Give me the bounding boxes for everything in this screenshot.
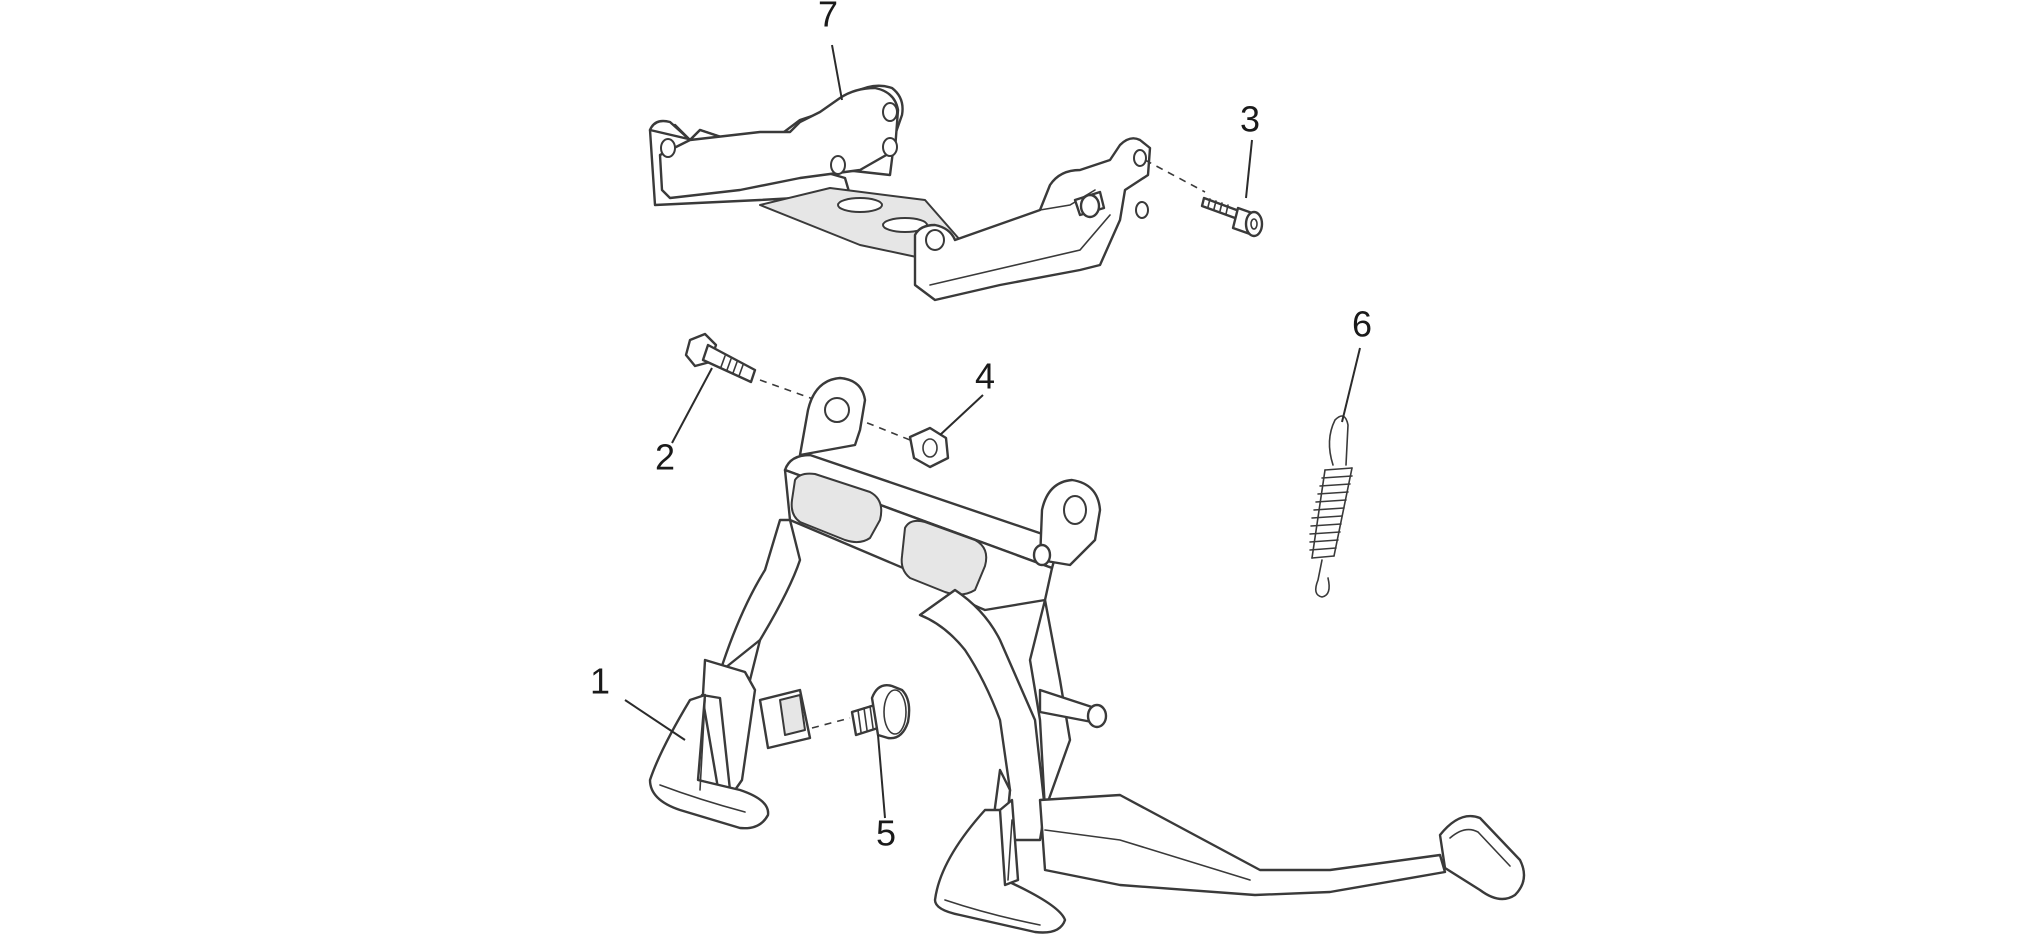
socket-cap-screw-part [1200,196,1264,238]
callout-2: 2 [655,437,675,478]
return-spring-part [1309,415,1353,598]
callout-1: 1 [590,661,610,702]
pivot-bolt-part [684,332,757,384]
mounting-bracket-part [648,84,1152,302]
center-stand-frame-part [648,376,1526,934]
leader-7 [831,44,843,101]
leader-6 [1341,347,1361,423]
callout-6: 6 [1352,304,1372,345]
callout-labels: 7 3 6 4 2 1 5 [590,0,1372,854]
leader-5 [877,734,886,819]
rubber-bump-stop-part [850,684,911,740]
leader-1 [624,699,686,741]
callout-7: 7 [818,0,838,35]
leader-4 [939,394,984,436]
callout-5: 5 [876,813,896,854]
hex-nut-part [908,426,950,469]
callout-3: 3 [1240,99,1260,140]
leader-3 [1245,139,1253,199]
callout-4: 4 [975,356,995,397]
leader-2 [671,367,713,444]
leader-lines [624,44,1361,819]
